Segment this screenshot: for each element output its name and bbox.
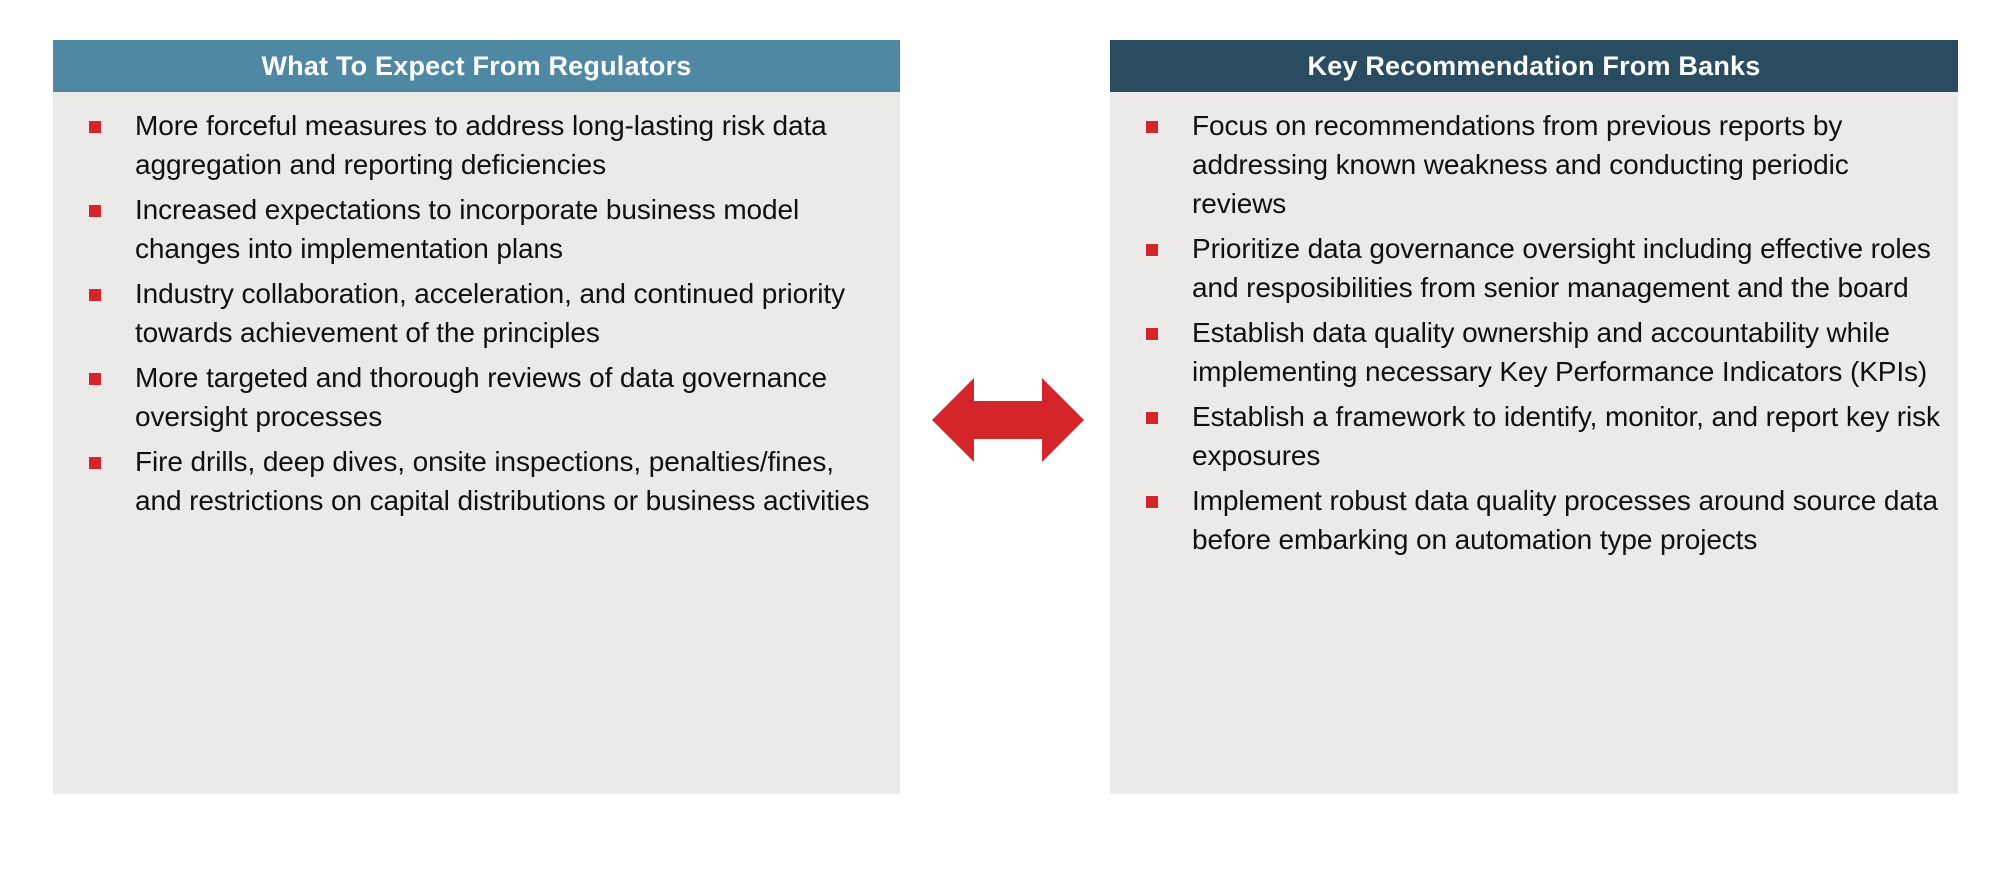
square-bullet-icon bbox=[89, 205, 101, 217]
square-bullet-icon bbox=[1146, 412, 1158, 424]
double-headed-arrow-icon bbox=[932, 375, 1084, 465]
panel-banks: Key Recommendation From Banks Focus on r… bbox=[1110, 40, 1958, 794]
regulators-bullet-list: More forceful measures to address long-l… bbox=[71, 106, 882, 520]
square-bullet-icon bbox=[89, 373, 101, 385]
list-item: Implement robust data quality processes … bbox=[1128, 481, 1940, 559]
square-bullet-icon bbox=[89, 121, 101, 133]
list-item-label: Increased expectations to incorporate bu… bbox=[135, 194, 800, 264]
list-item: Focus on recommendations from previous r… bbox=[1128, 106, 1940, 223]
list-item-label: Industry collaboration, acceleration, an… bbox=[135, 278, 845, 348]
list-item-label: More targeted and thorough reviews of da… bbox=[135, 362, 828, 432]
list-item-label: More forceful measures to address long-l… bbox=[135, 110, 827, 180]
list-item: Industry collaboration, acceleration, an… bbox=[71, 274, 882, 352]
banks-bullet-list: Focus on recommendations from previous r… bbox=[1128, 106, 1940, 559]
list-item: Prioritize data governance oversight inc… bbox=[1128, 229, 1940, 307]
list-item-label: Focus on recommendations from previous r… bbox=[1192, 110, 1849, 219]
panel-regulators-body: More forceful measures to address long-l… bbox=[53, 92, 900, 794]
list-item-label: Establish data quality ownership and acc… bbox=[1192, 317, 1928, 387]
panel-regulators: What To Expect From Regulators More forc… bbox=[53, 40, 900, 794]
square-bullet-icon bbox=[1146, 496, 1158, 508]
list-item: More forceful measures to address long-l… bbox=[71, 106, 882, 184]
list-item-label: Implement robust data quality processes … bbox=[1192, 485, 1938, 555]
list-item: Increased expectations to incorporate bu… bbox=[71, 190, 882, 268]
panel-banks-header: Key Recommendation From Banks bbox=[1110, 40, 1958, 92]
list-item-label: Prioritize data governance oversight inc… bbox=[1192, 233, 1931, 303]
panel-regulators-header: What To Expect From Regulators bbox=[53, 40, 900, 92]
square-bullet-icon bbox=[1146, 328, 1158, 340]
list-item-label: Fire drills, deep dives, onsite inspecti… bbox=[135, 446, 870, 516]
list-item: Establish data quality ownership and acc… bbox=[1128, 313, 1940, 391]
list-item: Establish a framework to identify, monit… bbox=[1128, 397, 1940, 475]
panel-banks-body: Focus on recommendations from previous r… bbox=[1110, 92, 1958, 794]
square-bullet-icon bbox=[89, 457, 101, 469]
square-bullet-icon bbox=[1146, 121, 1158, 133]
list-item: Fire drills, deep dives, onsite inspecti… bbox=[71, 442, 882, 520]
list-item: More targeted and thorough reviews of da… bbox=[71, 358, 882, 436]
square-bullet-icon bbox=[1146, 244, 1158, 256]
list-item-label: Establish a framework to identify, monit… bbox=[1192, 401, 1940, 471]
square-bullet-icon bbox=[89, 289, 101, 301]
